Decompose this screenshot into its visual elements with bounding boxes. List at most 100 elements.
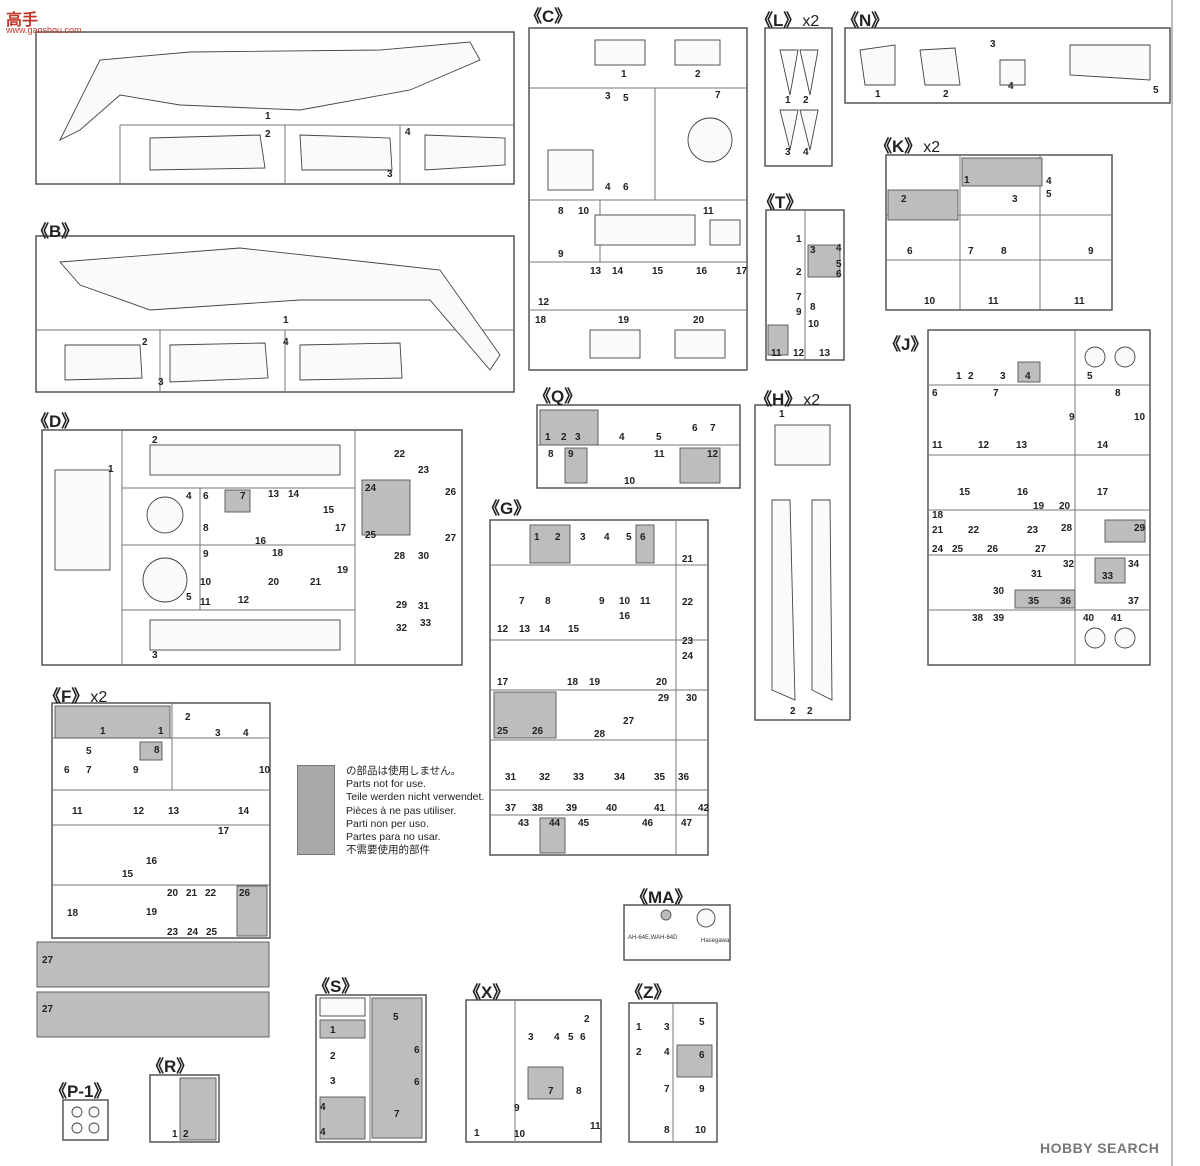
part-number: 13: [590, 266, 602, 277]
part-number: 29: [658, 693, 670, 704]
part-number: 6: [64, 765, 70, 776]
sprue-q-frame: [536, 404, 741, 489]
part-number: 5: [836, 259, 842, 270]
part-number: 7: [519, 596, 525, 607]
part-number: 21: [932, 525, 944, 536]
part-number: 14: [238, 806, 250, 817]
part-number: 16: [1017, 487, 1029, 498]
part-number: 2: [901, 194, 907, 205]
part-number: 15: [122, 869, 134, 880]
part-number: 15: [652, 266, 664, 277]
part-number: 4: [243, 728, 249, 739]
part-number: 6: [203, 491, 209, 502]
part-number: 14: [539, 624, 551, 635]
part-number: 15: [959, 487, 971, 498]
part-number: 3: [330, 1076, 336, 1087]
part-number: 23: [682, 636, 694, 647]
part-number: 40: [1083, 613, 1095, 624]
sprue-label-n: 《N》: [842, 11, 889, 30]
part-number: 17: [497, 677, 509, 688]
part-number: 16: [619, 611, 631, 622]
part-number: 1: [875, 89, 881, 100]
part-number: 25: [497, 726, 509, 737]
part-number: 39: [566, 803, 578, 814]
part-number: 7: [710, 423, 716, 434]
part-number: 39: [993, 613, 1005, 624]
part-number: 34: [614, 772, 626, 783]
part-number: 38: [972, 613, 984, 624]
part-number: 24: [365, 483, 377, 494]
part-number: 41: [1111, 613, 1123, 624]
part-number: 4: [619, 432, 625, 443]
part-number: 5: [393, 1012, 399, 1023]
part-number: 12: [707, 449, 719, 460]
sprue-h-frame: [754, 404, 851, 721]
part-number: 8: [810, 302, 816, 313]
part-number: 29: [396, 600, 408, 611]
part-number: 3: [605, 91, 611, 102]
part-number: 11: [771, 348, 782, 359]
part-number: 25: [365, 530, 377, 541]
part-number: 17: [736, 266, 748, 277]
part-number: 2: [185, 712, 191, 723]
part-number: 19: [1033, 501, 1045, 512]
part-number: 5: [86, 746, 92, 757]
part-number: 31: [1031, 569, 1043, 580]
part-number: 1: [108, 464, 114, 475]
part-number: 2: [807, 706, 813, 717]
part-number: 14: [1097, 440, 1109, 451]
part-number: 27: [445, 533, 457, 544]
sprue-label-f: 《F》x2: [44, 687, 108, 706]
part-number: 3: [152, 650, 158, 661]
part-number: 3: [990, 39, 996, 50]
sprue-f-frame: [36, 702, 271, 1038]
sprue-a-frame: [35, 31, 515, 185]
part-number: 1: [172, 1129, 178, 1140]
part-number: 7: [796, 292, 802, 303]
part-number: 27: [42, 955, 54, 966]
part-number: 9: [1069, 412, 1075, 423]
part-number: 8: [558, 206, 564, 217]
part-number: 2: [183, 1129, 189, 1140]
part-number: 6: [414, 1045, 420, 1056]
sprue-n-frame: [844, 27, 1171, 104]
part-number: 1: [283, 315, 289, 326]
part-number: 16: [146, 856, 158, 867]
part-number: 3: [158, 377, 164, 388]
part-number: 45: [578, 818, 590, 829]
sprue-label-h: 《H》x2: [755, 390, 821, 409]
part-number: 26: [445, 487, 457, 498]
part-number: 12: [793, 348, 805, 359]
part-number: 26: [532, 726, 544, 737]
part-number: 10: [259, 765, 271, 776]
part-number: 12: [133, 806, 145, 817]
part-number: 10: [514, 1129, 526, 1140]
part-number: 13: [168, 806, 180, 817]
part-number: 13: [1016, 440, 1028, 451]
sprue-r-frame: [149, 1074, 220, 1143]
part-number: 4: [186, 491, 192, 502]
sprue-g-frame: [489, 519, 709, 856]
part-number: 1: [779, 409, 785, 420]
part-number: 18: [535, 315, 547, 326]
part-number: 4: [605, 182, 611, 193]
part-number: 10: [695, 1125, 707, 1136]
part-number: 4: [320, 1102, 326, 1113]
part-number: 5: [1153, 85, 1159, 96]
part-number: 10: [924, 296, 936, 307]
part-number: 6: [932, 388, 938, 399]
part-number: 1: [330, 1025, 336, 1036]
part-number: 10: [200, 577, 212, 588]
part-number: 7: [548, 1086, 554, 1097]
part-number: 1: [545, 432, 551, 443]
part-number: 7: [240, 491, 246, 502]
part-number: 8: [576, 1086, 582, 1097]
part-number: 19: [618, 315, 630, 326]
part-number: 7: [968, 246, 974, 257]
part-number: 2: [968, 371, 974, 382]
part-number: 30: [686, 693, 698, 704]
sprue-c-frame: [528, 27, 748, 371]
sprue-label-q: 《Q》: [534, 387, 582, 406]
part-number: 44: [549, 818, 561, 829]
